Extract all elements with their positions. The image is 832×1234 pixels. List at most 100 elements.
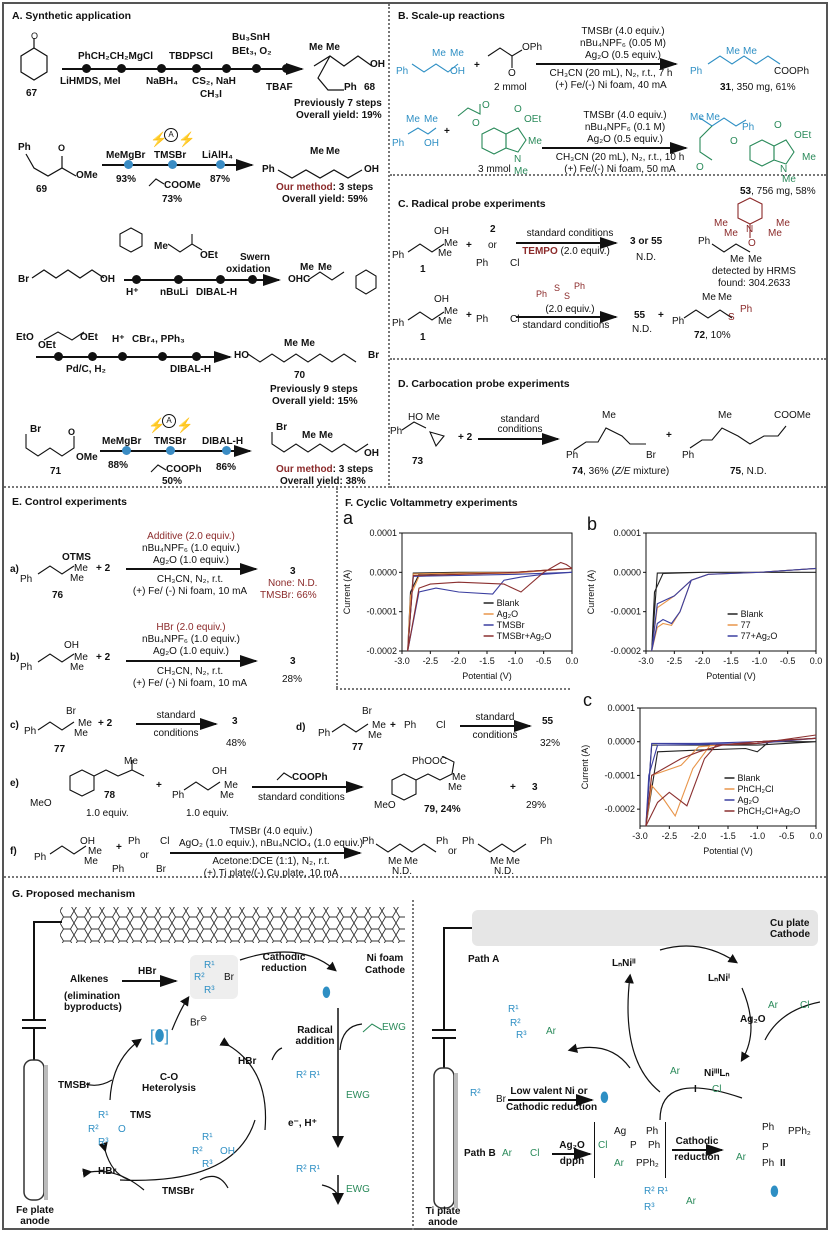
ctrl-f-label: Cl	[160, 836, 170, 847]
route2-step: MeMgBr	[106, 150, 146, 161]
p31-result: 31, 350 mg, 61%	[720, 82, 796, 93]
x-tick-label: -1.0	[508, 656, 524, 666]
route1-reagent: NaBH₄	[146, 76, 178, 87]
ctrl-a-label: Me	[70, 573, 84, 584]
legend-entry: Ag₂O	[737, 795, 759, 805]
route4-arrow	[36, 351, 232, 363]
route2-arrow	[102, 159, 254, 171]
path-b-arrow	[552, 1148, 592, 1160]
b2-label: Me	[424, 114, 438, 125]
b2-label: N	[514, 154, 522, 165]
product-75-structure	[689, 425, 787, 449]
final-b-ar: Ar	[686, 1196, 696, 1207]
lightning-gray-icon: ⚡	[176, 417, 194, 433]
x-tick-label: 0.0	[810, 831, 823, 841]
section-e-bottom-border	[4, 876, 826, 878]
y-tick-label: 0.0000	[613, 567, 641, 577]
ctrl-c-structure	[37, 721, 75, 731]
badge-letter: A	[168, 130, 174, 139]
ctrl-b-label: OH	[64, 640, 79, 651]
ti-plate-label: Ti plate	[425, 1206, 461, 1217]
ni2-label: LₙNiᴵᴵ	[612, 958, 636, 969]
ctrl-e-label: Ph	[172, 790, 185, 801]
c1-label: Me	[438, 248, 452, 259]
section-c: C. Radical probe experiments OH Me Me Ph…	[390, 194, 826, 360]
route1-reagent: BEt₃, O₂	[232, 46, 272, 57]
c1-label: +	[466, 240, 472, 251]
ctrl-b-label: Me	[74, 652, 88, 663]
compound-53: 53	[740, 186, 752, 197]
series-line-2	[651, 567, 817, 652]
ctrl-d-label: +	[390, 720, 396, 731]
route3-reagent: Swern	[240, 252, 271, 263]
route5-arrow	[100, 445, 252, 457]
product-53-structure	[699, 117, 795, 167]
series-line-2	[407, 571, 573, 652]
ctrl-b-cond: Ag₂O (1.0 equiv.)	[153, 646, 229, 657]
ctrl-e-tag: e)	[10, 778, 19, 789]
section-g-title: G. Proposed mechanism	[12, 888, 136, 900]
cathodic-b-arrow	[672, 1144, 724, 1156]
route5-product-label: Br	[276, 422, 288, 433]
route2-product-label: Me	[326, 146, 340, 157]
ctrl-f-product2-structure	[477, 843, 527, 853]
section-e-bottom-divider	[336, 688, 570, 690]
c1-arrow	[516, 237, 618, 249]
ctrl-c-label: Ph	[24, 726, 37, 737]
r2: R²	[510, 1018, 521, 1029]
route1-arrow	[62, 63, 304, 75]
ctrl-e-label: MeO	[30, 798, 52, 809]
c2-arrow	[516, 311, 618, 323]
ctrl-f-structure	[49, 845, 87, 855]
route2-acrylate: COOMe	[164, 180, 201, 191]
p31-label: Me	[726, 46, 740, 57]
lactone-67-structure	[20, 38, 48, 81]
path-b-ag2o: Ag₂O	[559, 1140, 585, 1151]
alcohol-r1: R¹	[202, 1132, 213, 1143]
c2-plus: +	[658, 310, 664, 321]
legend-entry: Ag₂O	[497, 609, 519, 619]
y-axis-label: Current (A)	[586, 570, 596, 615]
ctrl-f-label: Me	[84, 856, 98, 867]
d-plus2: + 2	[458, 432, 473, 443]
compound-31: 31	[720, 82, 732, 93]
ctrl-a-label: Ph	[20, 574, 33, 585]
radical-addition-label: addition	[295, 1036, 335, 1047]
x-tick-label: -1.0	[750, 831, 766, 841]
c1-label: or	[488, 240, 497, 251]
route5-overall-yield: Overall yield: 38%	[280, 476, 366, 487]
c1-label: Ph	[392, 250, 405, 261]
br-label: Br	[224, 972, 234, 983]
b1-label: Ph	[396, 66, 409, 77]
radical-r-icon: ⬮	[600, 1089, 609, 1105]
route5-note: Our method: 3 steps	[276, 464, 373, 475]
acrylate-structure	[276, 772, 293, 781]
ctrl-f-p1-label: Me	[404, 856, 418, 867]
ctrl-b-cond: (+) Fe/ (-) Ni foam, 10 mA	[132, 678, 248, 689]
y-tick-label: -0.0001	[610, 607, 641, 617]
route5-yield: 88%	[108, 460, 129, 471]
route3-reagent: DIBAL-H	[196, 287, 238, 298]
x-tick-label: -3.0	[638, 656, 654, 666]
ctrl-e-label: OH	[212, 766, 227, 777]
route5-product-label: Me	[319, 430, 333, 441]
cathodic-b-label: reduction	[674, 1152, 720, 1163]
path-b-ar: Ar	[502, 1148, 512, 1159]
route2-product-label: Me	[310, 146, 324, 157]
compound-69-label: O	[58, 143, 66, 153]
ze-label: Z/E	[614, 466, 631, 477]
x-tick-label: 0.0	[810, 656, 823, 666]
complex-label: Ph	[646, 1126, 659, 1137]
adduct-label: O	[748, 238, 756, 249]
b1-cond: Ag₂O (0.5 equiv.)	[585, 50, 661, 61]
acrylate-structure	[150, 464, 167, 473]
route5-step: MeMgBr	[102, 436, 142, 447]
ctrl-f-product1-structure	[375, 843, 437, 853]
route1-reagent: PhCH₂CH₂MgCl	[78, 51, 153, 62]
co-heterolysis-label: C-O	[159, 1072, 179, 1083]
ctrl-b-cond: nBu₄NPF₆ (1.0 equiv.)	[142, 634, 240, 645]
d-cond: conditions	[497, 424, 543, 435]
ctrl-a-label: Me	[74, 563, 88, 574]
low-valent-arrow	[508, 1094, 594, 1106]
